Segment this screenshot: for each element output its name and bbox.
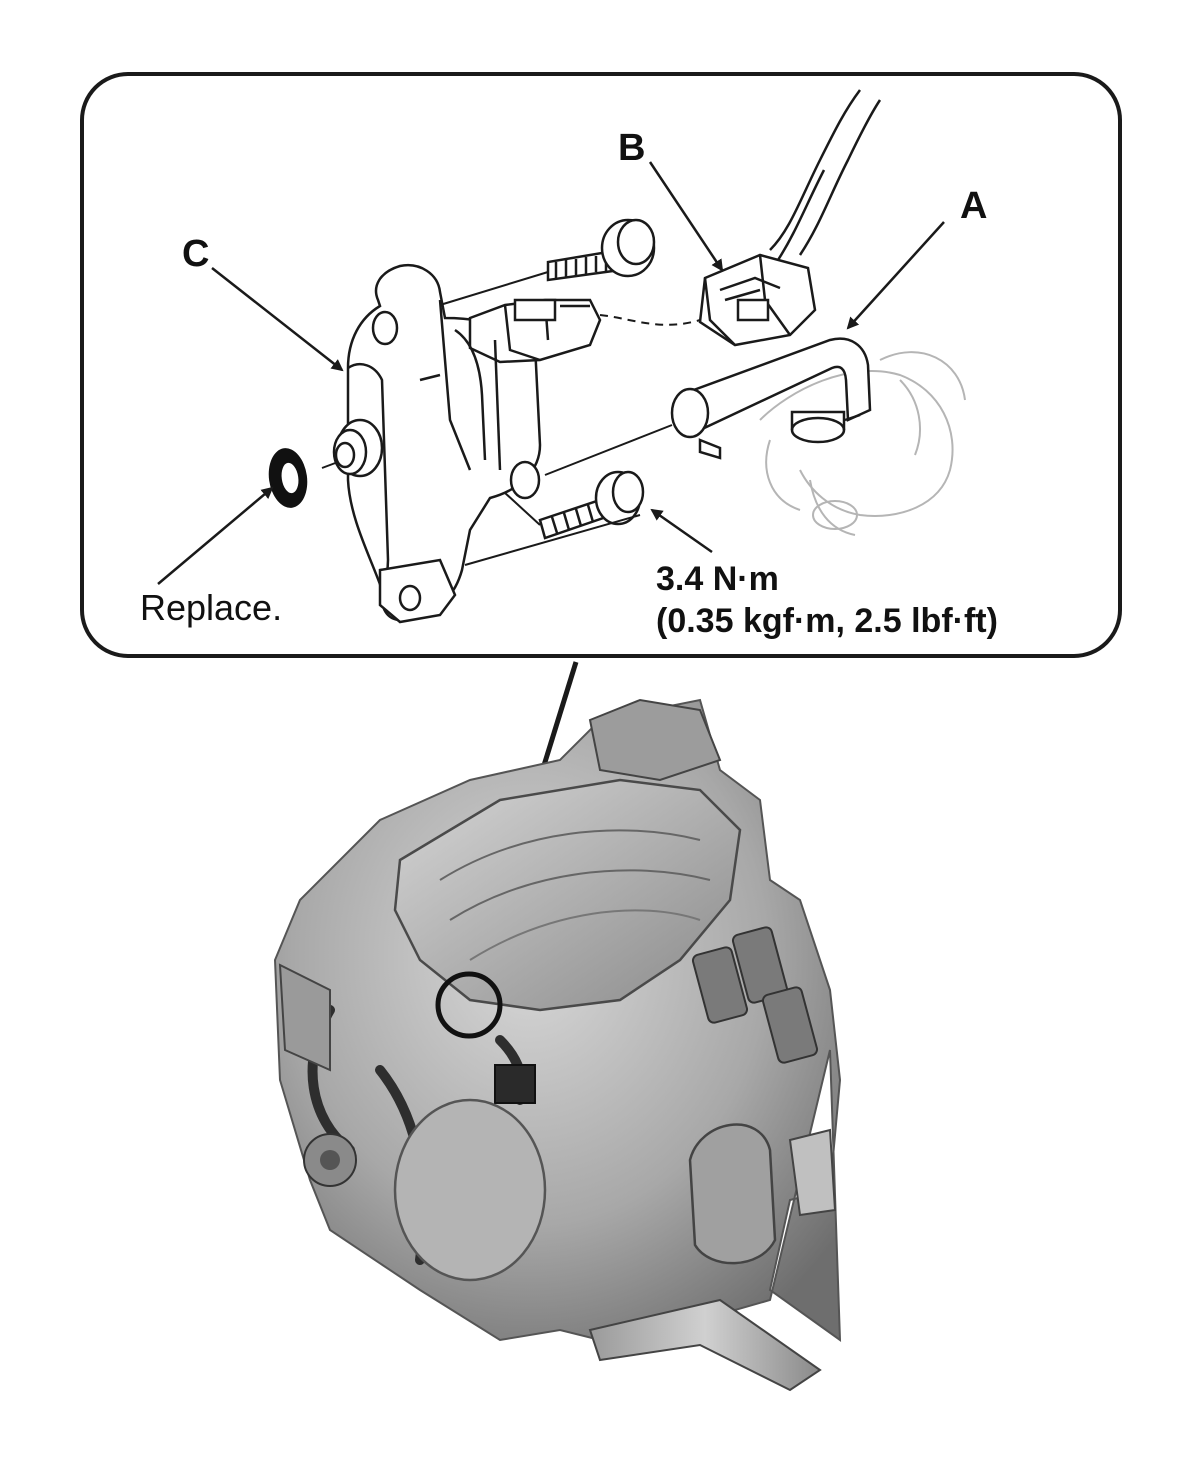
inset-frame xyxy=(80,72,1122,658)
arrow-torque xyxy=(650,508,713,554)
catalytic-converter xyxy=(688,1123,777,1265)
location-highlight-circle xyxy=(435,971,503,1039)
torque-spec-line1: 3.4 N·m xyxy=(656,560,779,598)
timing-cover xyxy=(393,1098,547,1282)
right-canister xyxy=(788,1128,837,1217)
replace-note: Replace. xyxy=(140,587,282,628)
top-bracket xyxy=(588,698,722,782)
label-a: A xyxy=(960,185,987,227)
connector-b xyxy=(698,253,817,347)
exhaust-pipe xyxy=(588,1298,822,1392)
cover-ridge-3 xyxy=(469,909,701,961)
arrow-a xyxy=(846,221,945,330)
alignment-dashed-line xyxy=(599,314,701,326)
label-c: C xyxy=(182,233,209,275)
engine-illustration xyxy=(273,698,842,1392)
hose-a xyxy=(670,337,872,460)
wire-harness xyxy=(769,89,882,261)
lower-bolt xyxy=(538,470,645,540)
background-engine-outline xyxy=(759,351,966,536)
pulley-hub xyxy=(320,1150,340,1170)
o-ring xyxy=(268,448,308,508)
arrow-replace xyxy=(157,486,274,585)
leader-arrows xyxy=(157,161,945,585)
detail-inset: B A C Replace. 3.4 N·m (0.35 kgf·m, 2.5 … xyxy=(80,72,1122,658)
cover-ridge-2 xyxy=(449,869,711,921)
cover-ridge xyxy=(439,829,701,881)
coil-packs xyxy=(691,926,819,1064)
component-c xyxy=(332,263,602,624)
torque-spec-line2: (0.35 kgf·m, 2.5 lbf·ft) xyxy=(656,602,998,640)
alignment-lines xyxy=(321,271,673,566)
arrow-b xyxy=(648,161,724,272)
arrow-c xyxy=(211,267,344,372)
upper-bolt xyxy=(546,218,656,282)
engine-connector xyxy=(494,1064,536,1104)
label-b: B xyxy=(618,127,645,169)
left-pipe xyxy=(278,963,331,1072)
